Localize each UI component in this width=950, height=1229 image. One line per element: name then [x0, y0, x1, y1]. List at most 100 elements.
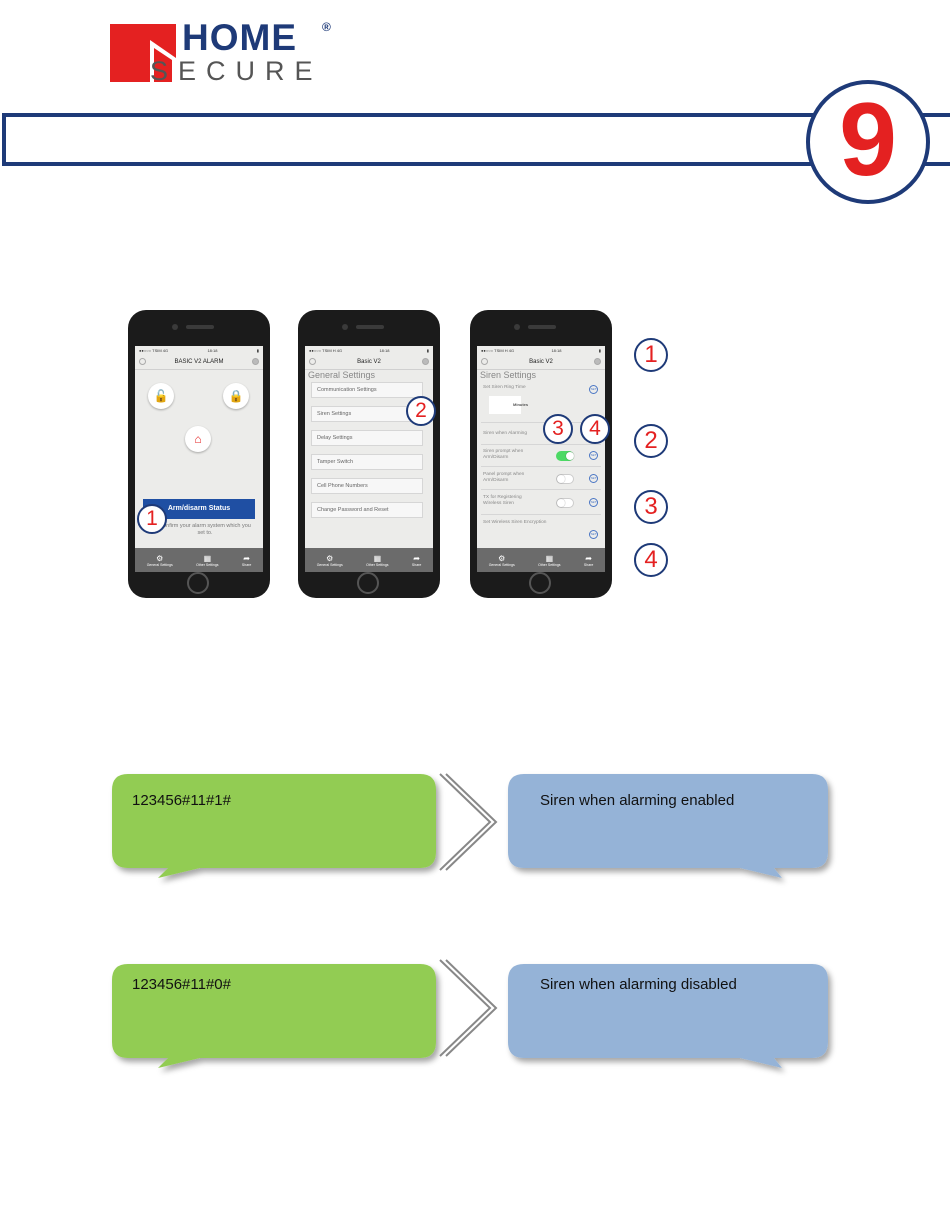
- tx-register-label: TX for Registering Wireless Siren: [483, 495, 522, 506]
- tab-bar: ⚙General Settings ▦Other Settings ➦Share: [135, 548, 263, 572]
- callout-marker-2: 2: [406, 396, 436, 426]
- siren-prompt-toggle[interactable]: [556, 451, 574, 461]
- tab-label: Share: [583, 562, 594, 567]
- phone-camera: [172, 324, 178, 330]
- encryption-row: Set Wireless Siren Encryption SET: [481, 517, 601, 541]
- phone-3: ●●○○○ TSIM H 4G 18:18 ▮ Basic V2 Siren S…: [470, 310, 612, 598]
- tab-label: General Settings: [488, 562, 515, 567]
- tab-bar: ⚙General Settings ▦Other Settings ➦Share: [477, 548, 605, 572]
- tab-other-settings[interactable]: ▦Other Settings: [366, 554, 388, 567]
- encryption-label: Set Wireless Siren Encryption: [483, 520, 547, 525]
- tab-label: Other Settings: [538, 562, 561, 567]
- tab-share[interactable]: ➦Share: [584, 554, 593, 567]
- tab-label: General Settings: [146, 562, 173, 567]
- battery-icon: ▮: [256, 348, 259, 353]
- lock-icon[interactable]: 🔒: [223, 383, 249, 409]
- step-number: 9: [839, 82, 897, 198]
- menu-change-password[interactable]: Change Password and Reset: [311, 502, 423, 518]
- tab-label: Share: [241, 562, 252, 567]
- callout-marker-1: 1: [137, 504, 167, 534]
- legend-number-4: 4: [634, 543, 668, 577]
- siren-prompt-set-button[interactable]: SET: [589, 451, 598, 460]
- section-title: General Settings: [308, 370, 376, 380]
- ring-time-set-button[interactable]: SET: [589, 385, 598, 394]
- tab-general-settings[interactable]: ⚙General Settings: [489, 554, 515, 567]
- tab-label: Other Settings: [196, 562, 219, 567]
- home-arm-icon[interactable]: ⌂: [185, 426, 211, 452]
- section-title: Siren Settings: [480, 370, 537, 380]
- settings-icon[interactable]: [422, 358, 429, 365]
- menu-delay-settings[interactable]: Delay Settings: [311, 430, 423, 446]
- app-title: Basic V2: [529, 359, 553, 365]
- tab-other-settings[interactable]: ▦Other Settings: [196, 554, 218, 567]
- tx-register-toggle[interactable]: [556, 498, 574, 508]
- ring-time-input[interactable]: [489, 396, 521, 414]
- tab-label: Share: [411, 562, 422, 567]
- chevron-arrow-icon: [439, 959, 498, 1057]
- sms-command-1: 123456#11#1#: [132, 792, 231, 809]
- step-number-circle: 9: [806, 80, 930, 204]
- tab-share[interactable]: ➦Share: [412, 554, 421, 567]
- tab-label: General Settings: [316, 562, 343, 567]
- app-title: Basic V2: [357, 359, 381, 365]
- app-bar: Basic V2: [477, 355, 605, 370]
- home-secure-logo: HOME ® SECURE: [110, 17, 340, 86]
- phone-home-button: [529, 572, 551, 594]
- gear-icon: ⚙: [498, 553, 506, 563]
- legend-number-2: 2: [634, 424, 668, 458]
- panel-prompt-row: Panel prompt when Arm/Disarm SET: [481, 469, 601, 490]
- legend-number-1: 1: [634, 338, 668, 372]
- panel-prompt-toggle[interactable]: [556, 474, 574, 484]
- carrier-text: ●●○○○ TSIM 4G: [139, 348, 169, 353]
- menu-siren-settings[interactable]: Siren Settings: [311, 406, 423, 422]
- status-bar: ●●○○○ TSIM 4G 18:18 ▮: [135, 346, 263, 355]
- siren-prompt-row: Siren prompt when Arm/Disarm SET: [481, 446, 601, 467]
- unlock-icon[interactable]: 🔓: [148, 383, 174, 409]
- app-bar: BASIC V2 ALARM: [135, 355, 263, 370]
- grid-icon: ▦: [373, 553, 382, 563]
- tx-register-row: TX for Registering Wireless Siren SET: [481, 492, 601, 515]
- panel-prompt-set-button[interactable]: SET: [589, 474, 598, 483]
- carrier-text: ●●○○○ TSIM H 4G: [309, 348, 343, 353]
- encryption-set-button[interactable]: SET: [589, 530, 598, 539]
- callout-marker-3: 3: [543, 414, 573, 444]
- settings-icon[interactable]: [252, 358, 259, 365]
- chevron-arrow-icon: [439, 773, 498, 871]
- phone-2-screen: ●●○○○ TSIM H 4G 18:18 ▮ Basic V2 General…: [305, 346, 433, 572]
- phone-speaker: [186, 325, 214, 329]
- header-bar: [2, 113, 822, 166]
- siren-prompt-label: Siren prompt when Arm/Disarm: [483, 449, 524, 460]
- menu-tamper-switch[interactable]: Tamper Switch: [311, 454, 423, 470]
- gear-icon: ⚙: [326, 553, 334, 563]
- tx-register-set-button[interactable]: SET: [589, 498, 598, 507]
- logo-home-text: HOME: [182, 17, 297, 58]
- result-bubble-2: [508, 964, 828, 1068]
- phone-camera: [514, 324, 520, 330]
- sms-bubble-1: [112, 774, 436, 878]
- sms-bubble-2: [112, 964, 436, 1068]
- arm-disarm-status-button[interactable]: Arm/disarm Status: [143, 499, 255, 519]
- back-icon[interactable]: [481, 358, 488, 365]
- gear-icon: ⚙: [156, 553, 164, 563]
- siren-ring-time-row: Set Siren Ring Time SET Minutes: [481, 382, 601, 423]
- menu-communication-settings[interactable]: Communication Settings: [311, 382, 423, 398]
- grid-icon: ▦: [545, 553, 554, 563]
- phone-3-screen: ●●○○○ TSIM H 4G 18:18 ▮ Basic V2 Siren S…: [477, 346, 605, 572]
- back-icon[interactable]: [139, 358, 146, 365]
- settings-icon[interactable]: [594, 358, 601, 365]
- menu-cell-phone-numbers[interactable]: Cell Phone Numbers: [311, 478, 423, 494]
- back-icon[interactable]: [309, 358, 316, 365]
- status-hint-text: Confirm your alarm system which you set …: [159, 523, 251, 536]
- tab-general-settings[interactable]: ⚙General Settings: [317, 554, 343, 567]
- tab-other-settings[interactable]: ▦Other Settings: [538, 554, 560, 567]
- logo-secure-text: SECURE: [150, 56, 323, 86]
- panel-prompt-label: Panel prompt when Arm/Disarm: [483, 472, 525, 483]
- status-bar: ●●○○○ TSIM H 4G 18:18 ▮: [477, 346, 605, 355]
- tab-general-settings[interactable]: ⚙General Settings: [147, 554, 173, 567]
- phone-speaker: [356, 325, 384, 329]
- phone-camera: [342, 324, 348, 330]
- battery-icon: ▮: [598, 348, 601, 353]
- tab-share[interactable]: ➦Share: [242, 554, 251, 567]
- share-icon: ➦: [585, 553, 592, 563]
- result-bubble-1: [508, 774, 828, 878]
